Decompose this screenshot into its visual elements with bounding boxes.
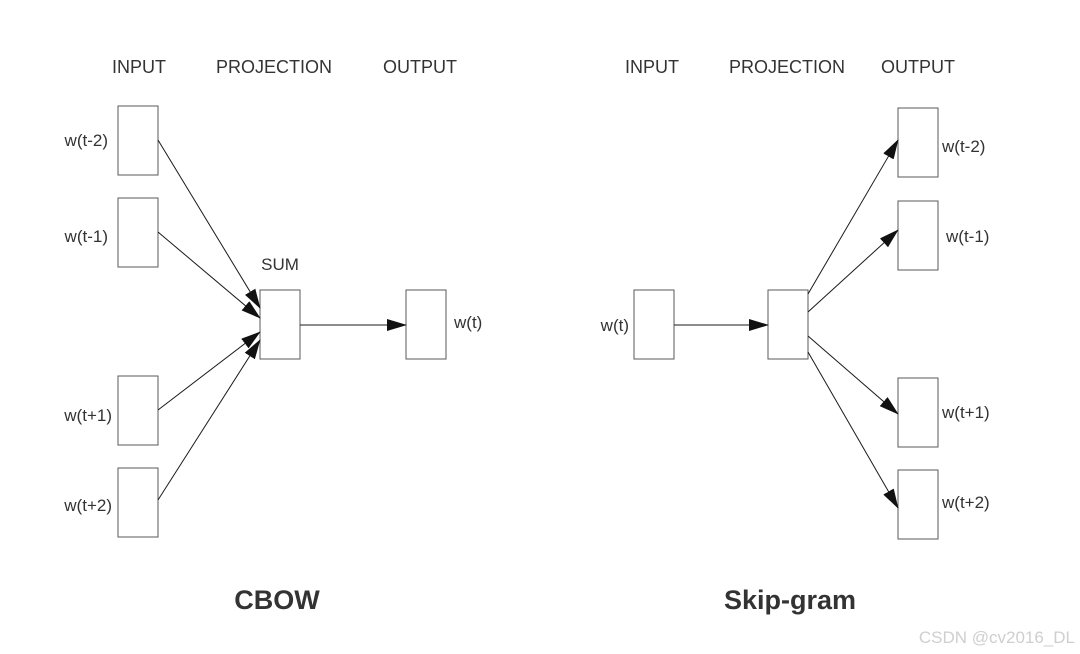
skipgram-output-box <box>897 200 939 271</box>
skipgram-output-label: w(t-1) <box>945 227 989 246</box>
cbow-input-box <box>117 197 159 268</box>
cbow-output-header: OUTPUT <box>383 57 457 77</box>
skipgram-projection-box <box>767 289 809 360</box>
cbow-output-label: w(t) <box>453 313 482 332</box>
skipgram-output-header: OUTPUT <box>881 57 955 77</box>
cbow-input-label: w(t+2) <box>63 496 112 515</box>
watermark: CSDN @cv2016_DL <box>919 628 1075 647</box>
cbow-input-box <box>117 105 159 176</box>
skipgram-output-arrow <box>807 335 899 415</box>
skipgram-title: Skip-gram <box>724 585 856 615</box>
cbow-input-header: INPUT <box>112 57 166 77</box>
cbow-input-arrow <box>157 231 261 319</box>
skipgram-output-box <box>897 107 939 178</box>
cbow-input-box <box>117 375 159 446</box>
skipgram-output-box <box>897 469 939 540</box>
cbow-projection-box <box>259 289 301 360</box>
skipgram-output-arrow <box>807 139 899 295</box>
skipgram-output-box <box>897 377 939 448</box>
cbow-title: CBOW <box>234 585 320 615</box>
cbow-input-arrow <box>157 139 261 309</box>
skipgram-output-arrow <box>807 229 899 313</box>
skipgram-output-arrow <box>807 351 899 509</box>
skipgram-output-label: w(t+1) <box>941 403 990 422</box>
skipgram-projection-header: PROJECTION <box>729 57 845 77</box>
cbow-input-label: w(t-1) <box>64 227 108 246</box>
skipgram-output-label: w(t-2) <box>941 137 985 156</box>
cbow-panel: INPUT PROJECTION OUTPUT w(t-2) w(t-1) w(… <box>63 57 482 615</box>
cbow-input-box <box>117 467 159 538</box>
skipgram-input-box <box>633 289 675 360</box>
cbow-output-box <box>405 289 447 360</box>
skipgram-panel: INPUT PROJECTION OUTPUT w(t) w(t-2) w(t-… <box>600 57 990 615</box>
cbow-sum-label: SUM <box>261 255 299 274</box>
skipgram-output-label: w(t+2) <box>941 493 990 512</box>
cbow-input-label: w(t-2) <box>64 131 108 150</box>
cbow-input-arrow <box>157 331 261 411</box>
skipgram-input-label: w(t) <box>600 316 629 335</box>
skipgram-input-header: INPUT <box>625 57 679 77</box>
cbow-input-label: w(t+1) <box>63 406 112 425</box>
cbow-input-arrow <box>157 339 261 501</box>
cbow-projection-header: PROJECTION <box>216 57 332 77</box>
